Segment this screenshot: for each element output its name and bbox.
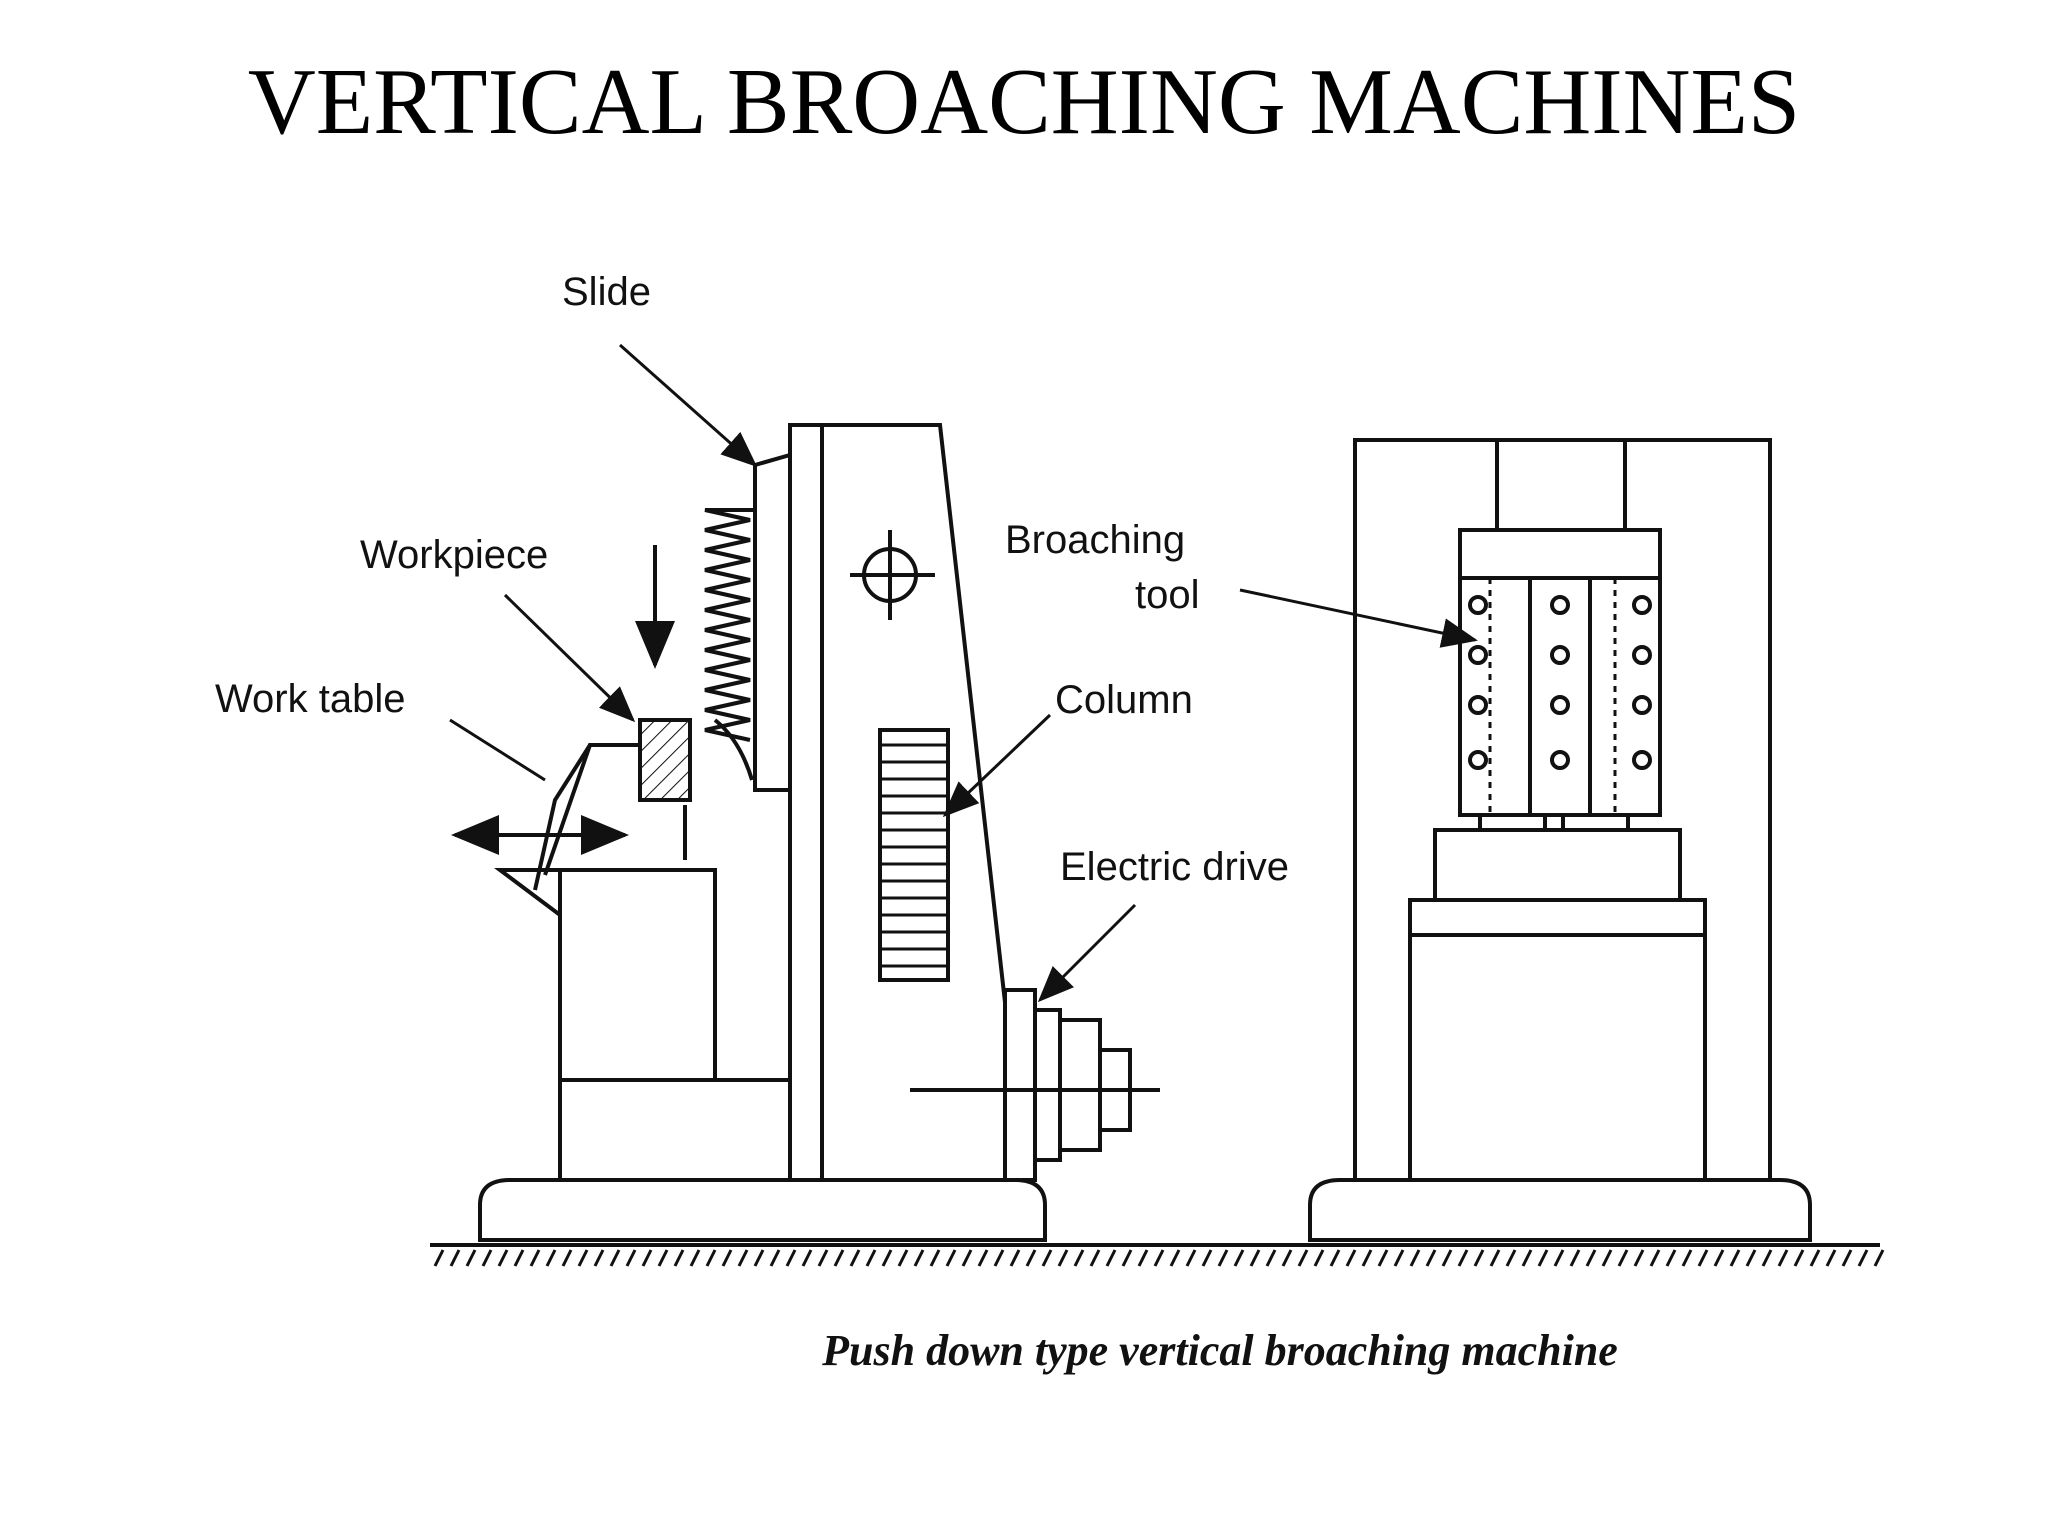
broaching-tool <box>1458 528 1662 817</box>
handwheel-symbol <box>850 530 935 620</box>
label-slide: Slide <box>562 270 651 314</box>
electric-drive <box>910 988 1160 1182</box>
ground <box>430 1243 1885 1267</box>
label-broaching-tool-line1: Broaching <box>1005 518 1185 562</box>
label-broaching-tool-line2: tool <box>1135 573 1200 617</box>
label-work-table: Work table <box>215 677 405 721</box>
left-machine <box>451 423 1160 1242</box>
slide-title: VERTICAL BROACHING MACHINES <box>247 50 1801 154</box>
figure-caption: Push down type vertical broaching machin… <box>821 1326 1618 1375</box>
label-workpiece: Workpiece <box>360 533 548 577</box>
label-electric-drive: Electric drive <box>1060 845 1289 889</box>
right-machine <box>1308 438 1812 1242</box>
workpiece <box>638 718 692 802</box>
work-table <box>451 743 717 1082</box>
left-machine-base <box>478 1178 1047 1242</box>
leader-lines <box>449 343 1478 1003</box>
right-machine-base <box>1308 1178 1812 1242</box>
column-rack <box>878 728 950 982</box>
label-column: Column <box>1055 678 1193 722</box>
slide <box>704 452 792 792</box>
